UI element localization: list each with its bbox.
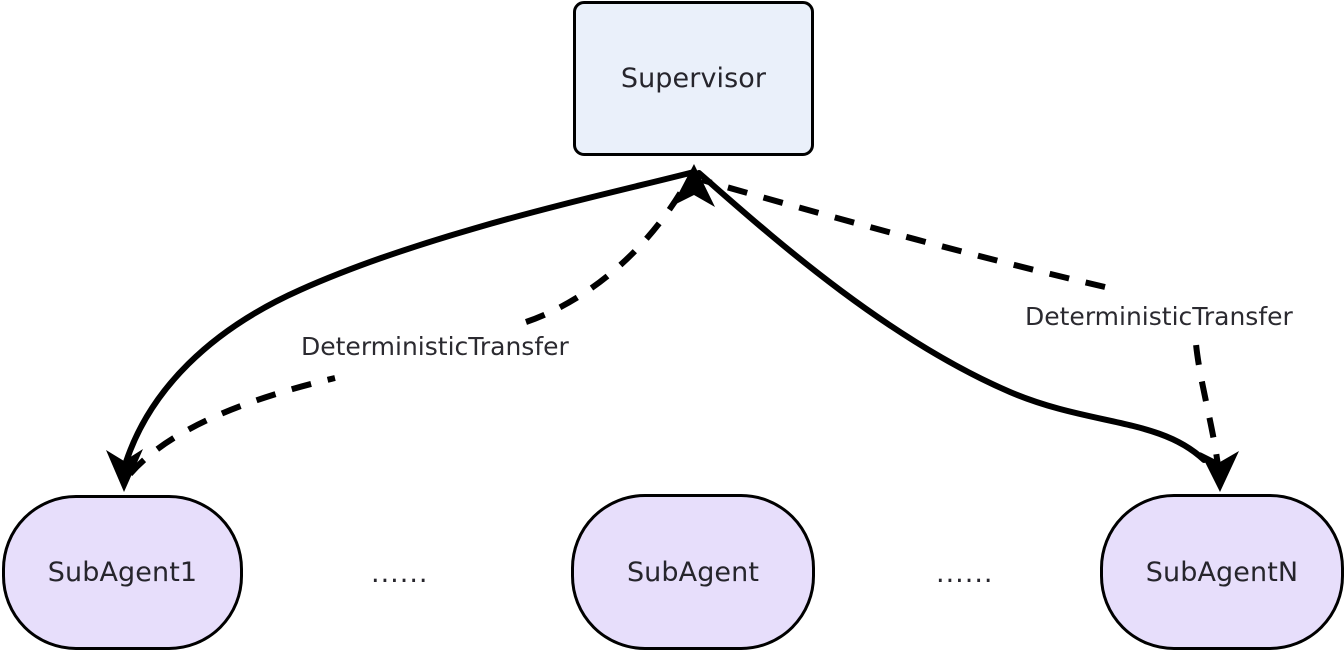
arrowhead-supervisor (672, 164, 715, 207)
edge-subagentN-to-supervisor-lower (1193, 343, 1222, 475)
arrowhead-subagent1 (106, 449, 143, 492)
node-subagent-first[interactable]: SubAgent1 (2, 495, 243, 650)
edge-subagentN-to-supervisor-upper (701, 177, 1106, 290)
node-subagent-middle[interactable]: SubAgent (571, 494, 815, 650)
node-subagent-last[interactable]: SubAgentN (1100, 494, 1344, 650)
edge-supervisor-to-subagentN (696, 170, 1207, 463)
node-supervisor-label: Supervisor (620, 63, 767, 94)
edge-supervisor-to-subagent1 (123, 169, 697, 465)
edge-label-left-transfer: DeterministicTransfer (298, 332, 572, 361)
edge-subagent1-to-supervisor-upper (525, 178, 691, 325)
node-subagent-last-label: SubAgentN (1145, 556, 1299, 588)
edge-label-right-transfer: DeterministicTransfer (1022, 302, 1296, 331)
node-subagent-first-label: SubAgent1 (47, 557, 198, 588)
node-subagent-middle-label: SubAgent (626, 556, 760, 588)
ellipsis-right: ...... (936, 558, 994, 589)
node-supervisor[interactable]: Supervisor (573, 1, 814, 156)
ellipsis-left: ...... (371, 558, 429, 589)
edge-subagent1-to-supervisor-lower (127, 375, 336, 476)
